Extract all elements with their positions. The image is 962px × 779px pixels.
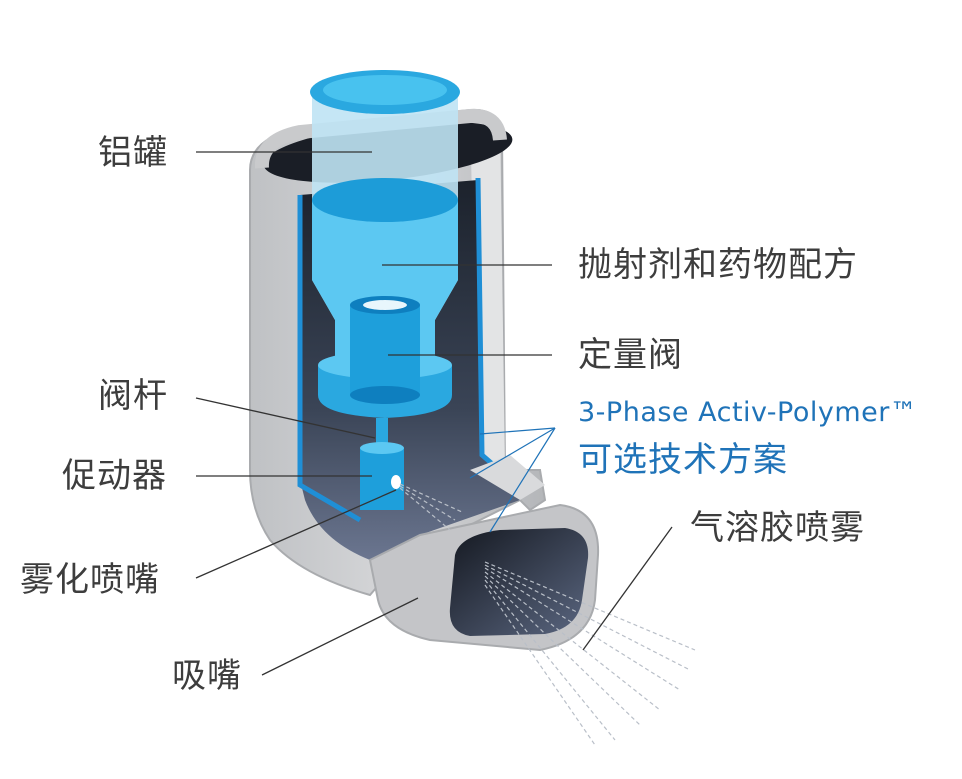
aluminum-canister-shape <box>310 70 460 395</box>
spray-lines <box>399 483 696 746</box>
label-aluminum-canister: 铝罐 <box>98 133 168 173</box>
label-valve-stem: 阀杆 <box>98 376 168 416</box>
label-atomizing-nozzle: 雾化喷嘴 <box>20 560 160 600</box>
metering-valve-shape <box>318 296 452 418</box>
valve-stem-shape <box>376 418 388 448</box>
label-propellant-formulation: 抛射剂和药物配方 <box>578 245 858 285</box>
leader-lines <box>195 151 673 676</box>
actuator-block-shape <box>360 442 404 510</box>
coating-leader-lines <box>469 427 556 533</box>
label-coating-brand: 3-Phase Activ-Polymer™ <box>578 397 918 428</box>
label-mouthpiece: 吸嘴 <box>172 656 242 696</box>
label-aerosol-spray: 气溶胶喷雾 <box>690 508 865 548</box>
label-actuator: 促动器 <box>62 456 167 496</box>
label-coating-option: 可选技术方案 <box>578 440 788 480</box>
label-metering-valve: 定量阀 <box>578 335 683 375</box>
